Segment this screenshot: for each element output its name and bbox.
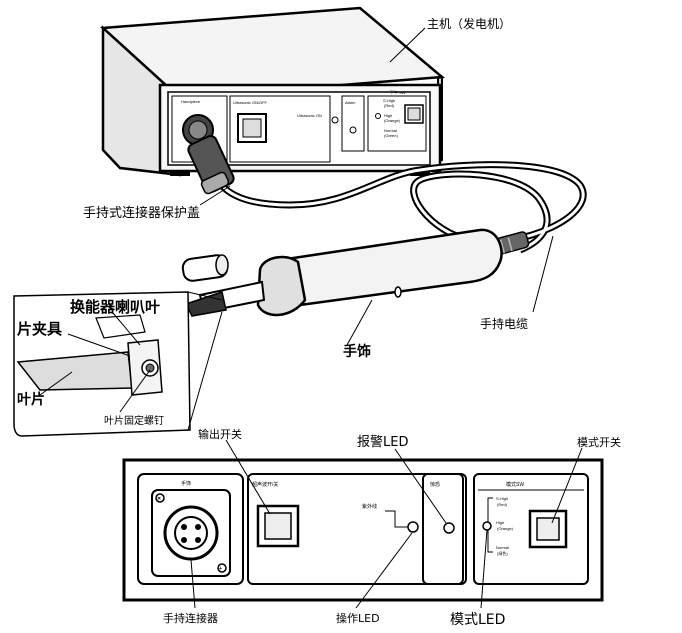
top-mode-led xyxy=(375,113,381,119)
top-ultrasonic-on-label: Ultrasonic ON xyxy=(297,113,322,118)
mode-led xyxy=(482,521,492,531)
svg-text:+: + xyxy=(219,566,222,572)
front-panel: 手饰 ✕ + 超声波开/关 紫外线 惊恐 模式SW S-High (Red) H… xyxy=(122,458,604,602)
top-mode-sw-label: 下午 SW xyxy=(390,89,406,95)
top-alarm-led xyxy=(349,126,357,134)
top-ultrasonic-onoff-label: Ultrasonic ON/OFF xyxy=(233,100,268,105)
label-handpiece: 手饰 xyxy=(343,343,371,360)
label-blade: 叶片 xyxy=(17,391,45,408)
label-cable: 手持电缆 xyxy=(480,316,528,331)
svg-text:✕: ✕ xyxy=(157,496,161,502)
alarm-led xyxy=(443,522,455,534)
main-unit: Handpiece Ultrasonic ON/OFF Ultrasonic O… xyxy=(100,6,446,177)
top-handpiece-label: Handpiece xyxy=(181,99,201,104)
label-alarm-led: 报警LED xyxy=(357,434,408,450)
label-transducer-horn: 换能器喇叭叶 xyxy=(70,298,160,316)
top-alarm-label: Alarm xyxy=(345,100,356,105)
panel-handpiece-label: 手饰 xyxy=(181,480,191,487)
panel-mode-sw-label: 模式SW xyxy=(506,481,524,488)
label-mode-led: 模式LED xyxy=(450,612,505,628)
cable-plug xyxy=(187,135,235,195)
label-blade-clamp: 片夹具 xyxy=(17,320,62,338)
label-main-unit: 主机（发电机） xyxy=(427,16,511,31)
top-operation-led xyxy=(331,116,339,124)
top-mode-normal-color: (Green) xyxy=(384,133,398,138)
operation-led xyxy=(407,521,419,533)
panel-ultrasonic-onoff-label: 超声波开/关 xyxy=(252,481,278,488)
label-output-switch: 输出开关 xyxy=(198,427,242,441)
top-mode-high: High xyxy=(384,113,392,118)
top-mode-s-high-color: (Red) xyxy=(384,103,395,108)
top-mode-normal: Normal xyxy=(384,128,397,133)
label-operation-led: 操作LED xyxy=(336,611,380,625)
handpiece xyxy=(184,228,503,317)
label-handpiece-connector: 手持连接器 xyxy=(163,611,218,625)
panel-mode-s-high-color: (Red) xyxy=(497,502,508,507)
leader-lines xyxy=(39,27,583,609)
panel-mode-high-color: (Orange) xyxy=(497,526,514,531)
top-mode-s-high: S-High xyxy=(383,98,395,103)
panel-mode-high: High xyxy=(496,520,504,525)
top-mode-high-color: (Orange) xyxy=(384,118,401,123)
blade-detail-inset xyxy=(13,291,223,437)
panel-alarm-label: 惊恐 xyxy=(430,481,440,488)
panel-mode-normal: Normal xyxy=(496,545,509,550)
panel-uv-label: 紫外线 xyxy=(362,503,377,510)
panel-mode-s-high: S-High xyxy=(496,496,508,501)
panel-mode-normal-color: (绿色) xyxy=(497,550,508,556)
connector-cap xyxy=(181,254,229,282)
label-mode-switch: 模式开关 xyxy=(577,435,621,449)
label-connector-cap: 手持式连接器保护盖 xyxy=(83,205,200,221)
label-blade-screw: 叶片固定螺钉 xyxy=(104,414,164,427)
